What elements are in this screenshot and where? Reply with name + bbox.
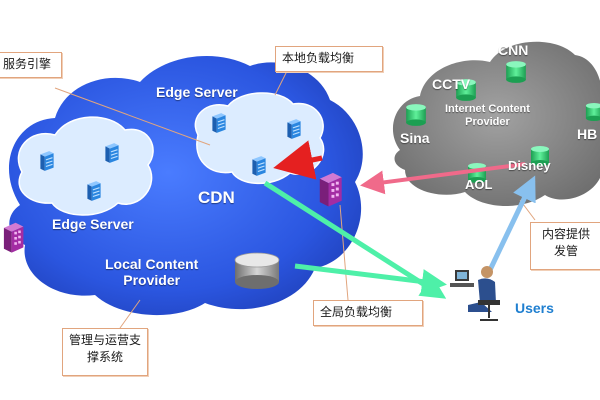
content-push-arrow	[360, 162, 526, 195]
server-icon	[86, 180, 102, 202]
database-icon	[506, 61, 526, 83]
cdn-label: CDN	[198, 188, 235, 207]
server-icon	[104, 142, 120, 164]
server-icon	[39, 150, 55, 172]
database-icon	[406, 104, 426, 126]
building-icon	[3, 222, 24, 253]
content-provide-callout: 内容提供发管	[530, 222, 600, 270]
users-label: Users	[515, 300, 554, 316]
global-load-balance-callout: 全局负载均衡	[313, 300, 423, 326]
local-content-provider-line2: Provider	[123, 272, 181, 288]
delivery-arrow	[263, 180, 447, 299]
disney-label: Disney	[508, 158, 551, 173]
cnn-label: CNN	[498, 42, 529, 58]
local-content-provider-line1: Local Content	[105, 256, 199, 272]
user-at-computer-icon	[450, 266, 500, 321]
server-icon	[251, 155, 267, 177]
internet-content-provider-line2: Provider	[465, 116, 510, 128]
aol-label: AOL	[465, 177, 493, 192]
edge-server-label-left: Edge Server	[52, 216, 134, 232]
internet-content-provider-line1: Internet Content	[445, 103, 530, 115]
user-request-arrow	[487, 175, 536, 272]
hb-label: HB	[577, 126, 598, 142]
mgmt-support-callout: 管理与运营支撑系统	[62, 328, 148, 376]
edge-cluster-cloud-left	[17, 116, 154, 216]
sina-label: Sina	[400, 130, 430, 146]
local-content-provider-label: Local Content Provider	[105, 256, 198, 288]
database-icon	[585, 103, 600, 121]
server-icon	[286, 118, 302, 140]
internet-cloud	[392, 41, 600, 206]
local-load-balance-callout: 本地负载均衡	[275, 46, 383, 72]
server-icon	[211, 112, 227, 134]
local-storage-database-icon	[234, 252, 280, 289]
edge-server-label-top: Edge Server	[156, 84, 238, 100]
building-icon	[319, 172, 342, 207]
cctv-label: CCTV	[432, 76, 471, 92]
internet-content-provider-label: Internet Content Provider	[445, 103, 530, 129]
redirect-arrow	[273, 140, 323, 180]
service-engine-callout: 服务引擎	[0, 52, 62, 78]
local-delivery-arrow	[294, 263, 447, 294]
